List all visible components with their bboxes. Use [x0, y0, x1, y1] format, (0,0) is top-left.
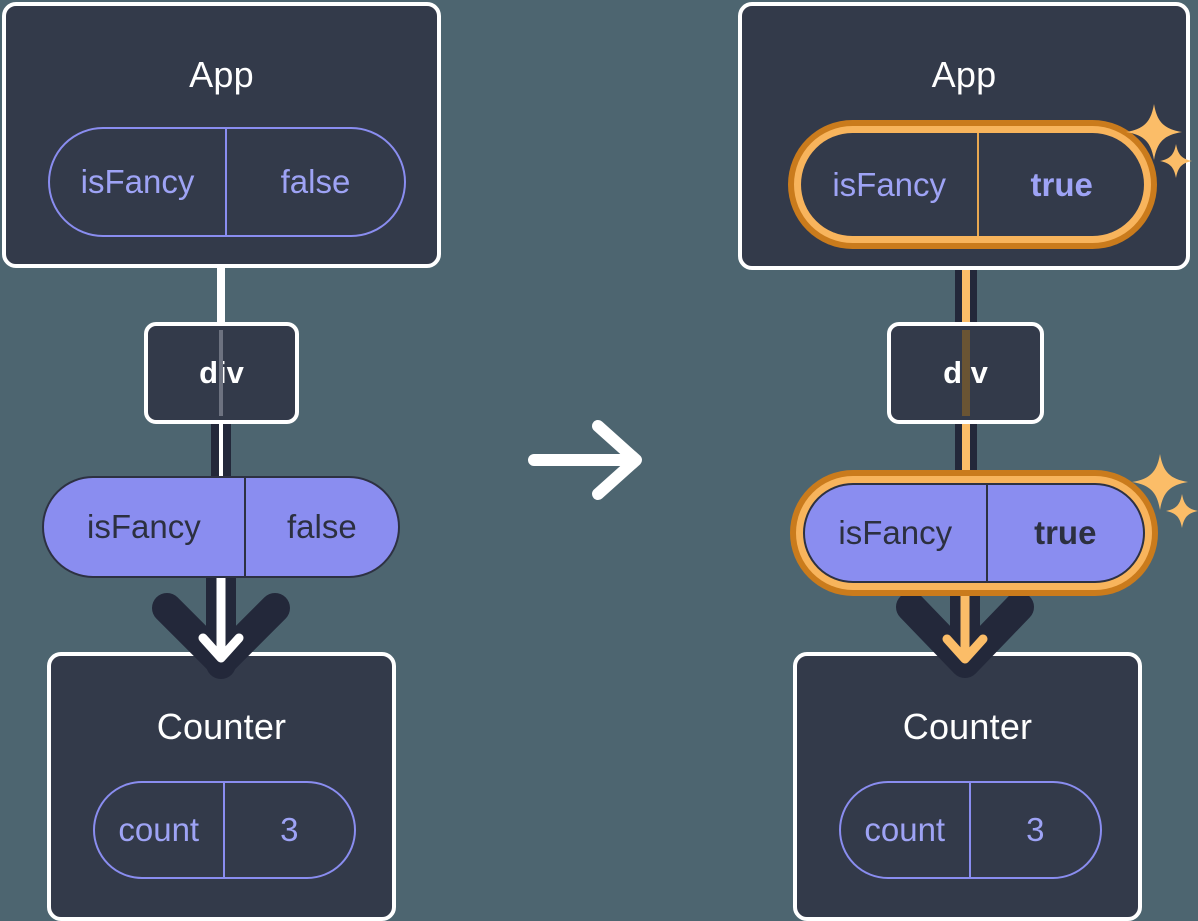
left-div-inner-line	[219, 330, 223, 416]
right-app-title: App	[931, 54, 997, 95]
right-prop-value: true	[1034, 514, 1097, 551]
left-arrow-to-counter	[152, 570, 290, 679]
left-prop-pill: isFancy false	[42, 476, 400, 578]
left-counter-panel: Counter count 3	[47, 652, 396, 921]
right-app-pill-inner: isFancy true	[801, 133, 1144, 236]
right-counter-state-pill: count 3	[839, 781, 1102, 879]
left-wire-div-to-prop-core	[219, 420, 223, 480]
left-counter-state-key: count	[95, 783, 225, 877]
right-prop-pill-inner: isFancy true	[803, 483, 1145, 583]
right-app-sparkle-icon	[1126, 104, 1192, 178]
right-prop-key: isFancy	[805, 485, 988, 581]
transition-right-arrow-icon	[528, 420, 642, 500]
left-counter-title: Counter	[156, 706, 287, 747]
left-app-state-key: isFancy	[50, 129, 227, 235]
left-app-state-value: false	[280, 163, 351, 200]
left-prop-key: isFancy	[44, 478, 246, 576]
right-wire-div-to-prop-core	[962, 420, 970, 482]
right-app-state-value: true	[1030, 165, 1093, 203]
right-wire-app-to-div-core	[962, 232, 970, 327]
right-prop-sparkle-icon	[1132, 454, 1198, 528]
left-prop-value: false	[287, 508, 357, 545]
right-counter-panel: Counter count 3	[793, 652, 1142, 921]
left-counter-state-pill: count 3	[93, 781, 356, 879]
left-counter-state-value: 3	[280, 811, 299, 848]
right-counter-state-key: count	[841, 783, 971, 877]
right-arrow-to-counter	[896, 573, 1034, 678]
right-counter-title: Counter	[902, 706, 1033, 747]
right-app-pill-ring-outer: isFancy true	[794, 126, 1151, 243]
left-app-state-pill: isFancy false	[48, 127, 406, 237]
left-app-panel: App isFancy false	[2, 2, 441, 268]
right-prop-pill-ring-outer: isFancy true	[796, 476, 1152, 590]
right-app-state-pill-highlighted: isFancy true	[788, 120, 1157, 249]
left-wire-app-to-div	[217, 265, 225, 325]
left-app-title: App	[189, 54, 254, 95]
right-prop-pill-highlighted: isFancy true	[790, 470, 1158, 596]
right-div-inner-line	[962, 330, 970, 416]
right-app-state-key: isFancy	[801, 133, 980, 236]
right-counter-state-value: 3	[1026, 811, 1045, 848]
